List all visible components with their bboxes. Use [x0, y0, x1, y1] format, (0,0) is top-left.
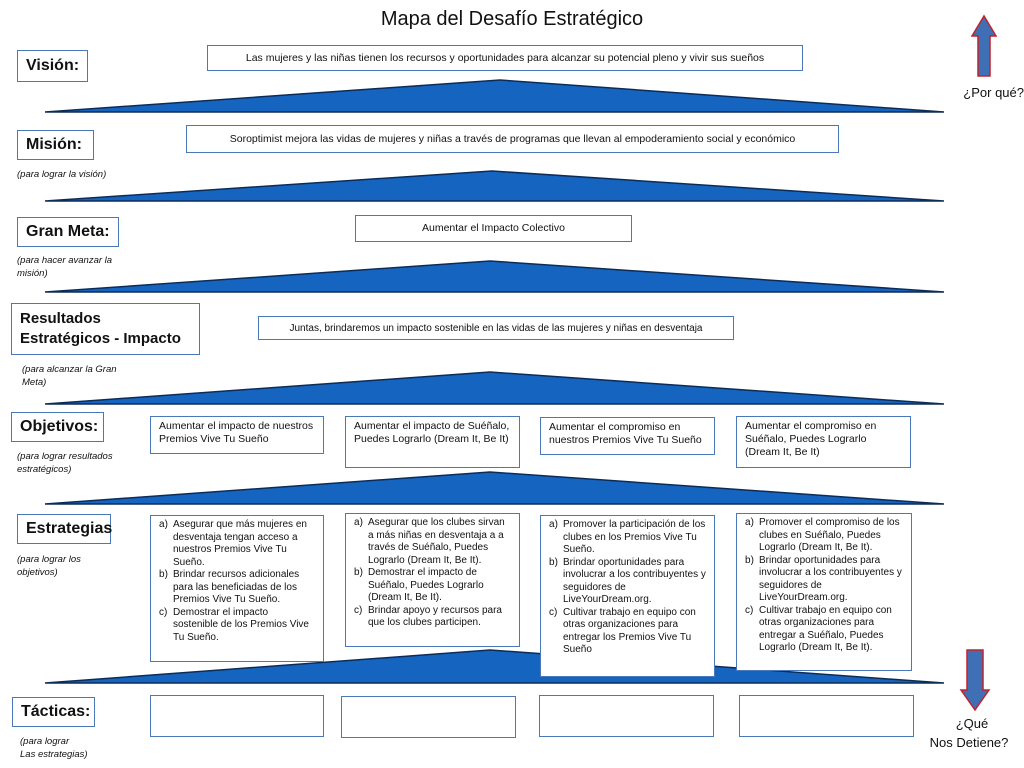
divider-triangle-2	[44, 170, 945, 202]
objetivo-box-3: Aumentar el compromiso en nuestros Premi…	[540, 417, 715, 455]
list-item: Asegurar que los clubes sirvan a más niñ…	[354, 517, 505, 566]
why-label: ¿Por qué?	[963, 85, 1024, 100]
list-item: Demostrar el impacto de Suéñalo, Puedes …	[354, 567, 484, 603]
up-arrow-icon	[970, 14, 998, 77]
tactica-box-1	[150, 695, 324, 737]
level-label-objetivos: Objetivos:	[11, 412, 104, 442]
divider-triangle-3	[44, 260, 945, 293]
vision-box: Las mujeres y las niñas tienen los recur…	[207, 45, 803, 71]
objetivo-box-4: Aumentar el compromiso en Suéñalo, Puede…	[736, 416, 911, 468]
list-item: Brindar oportunidades para involucrar a …	[745, 554, 902, 604]
divider-triangle-5	[44, 471, 945, 505]
estrategia-box-2: Asegurar que los clubes sirvan a más niñ…	[345, 513, 520, 647]
level-label-estrategias: Estrategias	[17, 514, 112, 544]
level-note-gran-meta: (para hacer avanzar la misión)	[17, 255, 113, 279]
divider-triangle-4	[44, 371, 945, 405]
level-label-vision: Visión:	[17, 50, 88, 82]
level-label-gran-meta: Gran Meta:	[17, 217, 119, 247]
estrategia-box-4: Promover el compromiso de los clubes en …	[736, 513, 912, 671]
list-item: Cultivar trabajo en equipo con otras org…	[745, 604, 892, 654]
divider-triangle-1	[44, 79, 945, 113]
page-title: Mapa del Desafío Estratégico	[380, 8, 644, 30]
level-note-tacticas: (para lograr Las estrategias)	[20, 736, 88, 760]
down-arrow-icon	[959, 649, 991, 712]
list-item: Brindar recursos adicionales para las be…	[159, 569, 300, 605]
gran-meta-box: Aumentar el Impacto Colectivo	[355, 215, 632, 242]
estrategia-box-1: Asegurar que más mujeres en desventaja t…	[150, 515, 324, 662]
objetivo-box-2: Aumentar el impacto de Suéñalo, Puedes L…	[345, 416, 520, 468]
list-item: Demostrar el impacto sostenible de los P…	[159, 606, 309, 643]
tactica-box-3	[539, 695, 714, 737]
level-note-estrategias: (para lograr los objetivos)	[17, 554, 81, 578]
what-stops-label-line2: Nos Detiene?	[929, 735, 1009, 750]
list-item: Promover el compromiso de los clubes en …	[745, 517, 900, 553]
divider-triangle-6	[44, 649, 945, 684]
what-stops-label-line1: ¿Qué	[955, 716, 989, 731]
tactica-box-2	[341, 696, 516, 738]
objetivo-box-1: Aumentar el impacto de nuestros Premios …	[150, 416, 324, 454]
list-item: Promover la participación de los clubes …	[549, 519, 706, 555]
level-note-resultados: (para alcanzar la Gran Meta)	[22, 364, 117, 388]
list-item: Brindar apoyo y recursos para que los cl…	[354, 604, 502, 629]
level-label-resultados: Resultados Estratégicos - Impacto	[11, 303, 200, 355]
level-label-tacticas: Tácticas:	[12, 697, 95, 727]
level-note-mision: (para lograr la visión)	[17, 169, 107, 180]
tactica-box-4	[739, 695, 914, 737]
level-note-objetivos: (para lograr resultados estratégicos)	[17, 451, 113, 475]
list-item: Cultivar trabajo en equipo con otras org…	[549, 606, 696, 656]
estrategia-box-3: Promover la participación de los clubes …	[540, 515, 715, 677]
list-item: Asegurar que más mujeres en desventaja t…	[159, 519, 307, 568]
list-item: Brindar oportunidades para involucrar a …	[549, 556, 706, 606]
mision-box: Soroptimist mejora las vidas de mujeres …	[186, 125, 839, 153]
resultados-box: Juntas, brindaremos un impacto sostenibl…	[258, 316, 734, 340]
level-label-mision: Misión:	[17, 130, 94, 160]
